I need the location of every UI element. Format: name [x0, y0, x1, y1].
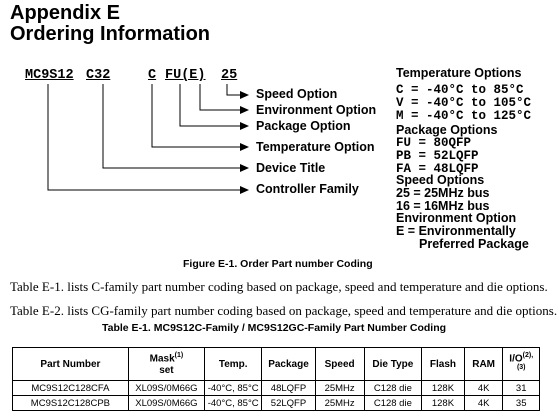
- code-speed: 25: [221, 68, 238, 83]
- arrowhead: [240, 143, 249, 151]
- legend-speed-item: 16 = 16MHz bus: [396, 199, 490, 213]
- cell-speed: 25MHz: [314, 395, 365, 411]
- device-connector: [102, 84, 240, 169]
- cell-speed: 25MHz: [314, 380, 365, 396]
- cell-io: 35: [502, 395, 540, 411]
- legend-temperature-item: C = -40°C to 85°C: [396, 83, 524, 97]
- legend-environment-title: Environment Option: [396, 211, 517, 225]
- code-temperature: C: [148, 68, 157, 83]
- cell-die-type: C128 die: [363, 380, 423, 396]
- col-header-io: I/O(2),(3): [502, 347, 540, 381]
- col-header-flash: Flash: [421, 347, 465, 381]
- col-header-die-type: Die Type: [363, 347, 423, 381]
- table-row: MC9S12C128CPB XL09S/0M66G -40°C, 85°C 52…: [12, 395, 540, 411]
- cell-io: 31: [502, 380, 540, 396]
- cell-package: 48LQFP: [261, 380, 316, 396]
- table-row: MC9S12C128CFA XL09S/0M66G -40°C, 85°C 48…: [12, 380, 540, 396]
- figure-caption: Figure E-1. Order Part number Coding: [183, 258, 373, 270]
- cell-flash: 128K: [421, 380, 465, 396]
- table-title: Table E-1. MC9S12C-Family / MC9S12GC-Fam…: [102, 322, 447, 334]
- col-header-package: Package: [261, 347, 316, 381]
- arrowhead: [240, 106, 249, 114]
- package-connector: [179, 84, 240, 127]
- legend-speed-item: 25 = 25MHz bus: [396, 186, 490, 200]
- col-header-part-number: Part Number: [12, 347, 129, 381]
- cell-die-type: C128 die: [363, 395, 423, 411]
- appendix-heading: Appendix E: [10, 2, 121, 24]
- legend-temperature-item: M = -40°C to 125°C: [396, 109, 532, 123]
- temperature-connector: [151, 84, 240, 148]
- cell-temp: -40°C, 85°C: [203, 380, 263, 396]
- arrowhead: [240, 122, 249, 130]
- cell-mask-set: XL09S/0M66G: [127, 380, 206, 396]
- part-number-table: Part Number Mask(1)set Temp. Package Spe…: [12, 347, 540, 411]
- label-device-title: Device Title: [256, 161, 326, 175]
- col-header-temp: Temp.: [203, 347, 263, 381]
- cell-temp: -40°C, 85°C: [203, 395, 263, 411]
- speed-connector: [226, 84, 240, 96]
- part-number-diagram: [47, 84, 249, 194]
- legend-package-item: FU = 80QFP: [396, 136, 472, 150]
- cell-part-number: MC9S12C128CFA: [12, 380, 129, 396]
- cell-ram: 4K: [463, 395, 504, 411]
- label-temperature-option: Temperature Option: [256, 140, 375, 154]
- col-header-ram: RAM: [463, 347, 504, 381]
- label-controller-family: Controller Family: [256, 182, 359, 196]
- section-heading: Ordering Information: [10, 23, 210, 45]
- table-header-row: Part Number Mask(1)set Temp. Package Spe…: [12, 347, 540, 381]
- legend-temperature-item: V = -40°C to 105°C: [396, 96, 532, 110]
- controller-connector: [47, 84, 240, 191]
- cell-package: 52LQFP: [261, 395, 316, 411]
- label-environment-option: Environment Option: [256, 103, 377, 117]
- arrowhead: [240, 164, 249, 172]
- legend-environment-item: Preferred Package: [419, 237, 529, 251]
- arrowhead: [240, 91, 249, 99]
- code-device-title: C32: [86, 68, 111, 83]
- cell-mask-set: XL09S/0M66G: [127, 395, 206, 411]
- code-controller-family: MC9S12: [25, 68, 74, 83]
- label-package-option: Package Option: [256, 119, 351, 133]
- legend-package-item: PB = 52LQFP: [396, 149, 479, 163]
- body-paragraph: Table E-1. lists C-family part number co…: [10, 279, 548, 294]
- code-package-environment: FU(E): [165, 68, 206, 83]
- label-speed-option: Speed Option: [256, 87, 338, 101]
- legend-package-title: Package Options: [396, 123, 498, 137]
- environment-connector: [199, 84, 240, 111]
- cell-ram: 4K: [463, 380, 504, 396]
- cell-flash: 128K: [421, 395, 465, 411]
- legend-temperature-title: Temperature Options: [396, 66, 522, 80]
- legend-environment-item: E = Environmentally: [396, 224, 516, 238]
- col-header-speed: Speed: [314, 347, 365, 381]
- arrowhead: [240, 186, 249, 194]
- legend-speed-title: Speed Options: [396, 173, 485, 187]
- legend-package-item: FA = 48LQFP: [396, 162, 479, 176]
- body-paragraph: Table E-2. lists CG-family part number c…: [10, 303, 558, 318]
- cell-part-number: MC9S12C128CPB: [12, 395, 129, 411]
- col-header-mask-set: Mask(1)set: [127, 347, 206, 381]
